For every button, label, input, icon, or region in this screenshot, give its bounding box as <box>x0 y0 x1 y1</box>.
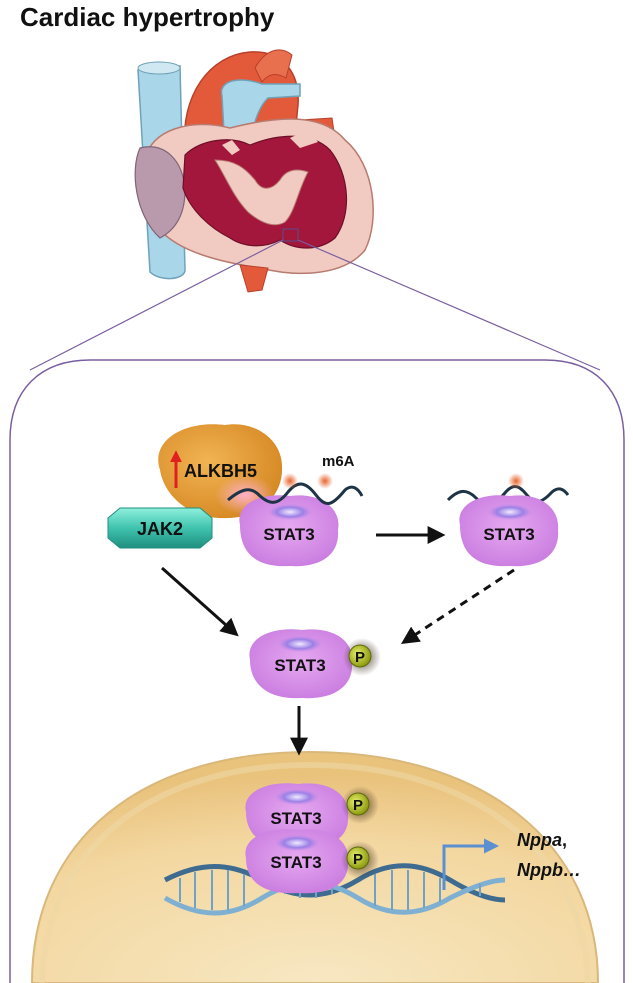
zoom-line-left <box>29 239 284 371</box>
phospho-label: P <box>353 851 363 868</box>
stat3-phosphorylated: STAT3 P <box>249 629 381 699</box>
stat3-label: STAT3 <box>483 525 534 544</box>
stat3-unphosphorylated-bound: STAT3 <box>239 495 339 567</box>
jak2-label: JAK2 <box>137 519 183 539</box>
gene-separator: , <box>562 830 567 850</box>
phospho-label: P <box>353 797 363 814</box>
stat3-dimer-lower: STAT3 P <box>245 829 379 894</box>
heart-illustration <box>134 49 374 293</box>
zoom-region-box <box>282 228 299 242</box>
phospho-group-icon <box>348 644 372 668</box>
figure-title: Cardiac hypertrophy <box>20 2 275 32</box>
jak2-kinase: JAK2 <box>107 507 213 549</box>
m6a-dot-icon <box>508 473 524 489</box>
phospho-group-icon <box>346 792 370 816</box>
alkbh5-label: ALKBH5 <box>184 461 257 481</box>
gene-nppb: Nppb… <box>517 860 581 880</box>
target-genes-line1: Nppa, <box>517 830 567 850</box>
stat3-unphosphorylated-free: STAT3 <box>459 495 559 567</box>
dashed-arrow-stat3-to-pstat3 <box>400 568 515 644</box>
m6a-dot-icon <box>282 473 298 489</box>
stat3-label: STAT3 <box>274 656 325 675</box>
zoom-line-right <box>297 239 601 371</box>
transcription-arrow <box>442 838 499 890</box>
phospho-group-icon <box>346 846 370 870</box>
mrna-strand-1 <box>227 482 364 505</box>
stat3-label: STAT3 <box>263 525 314 544</box>
cell-border <box>9 359 625 983</box>
m6a-dot-icon <box>317 473 333 489</box>
stat3-label: STAT3 <box>270 809 321 828</box>
arrow-jak2-to-pstat3 <box>161 566 239 637</box>
gene-nppa: Nppa <box>517 830 562 850</box>
m6a-label: m6A <box>322 453 355 470</box>
stat3-label: STAT3 <box>270 853 321 872</box>
phospho-label: P <box>355 649 365 666</box>
